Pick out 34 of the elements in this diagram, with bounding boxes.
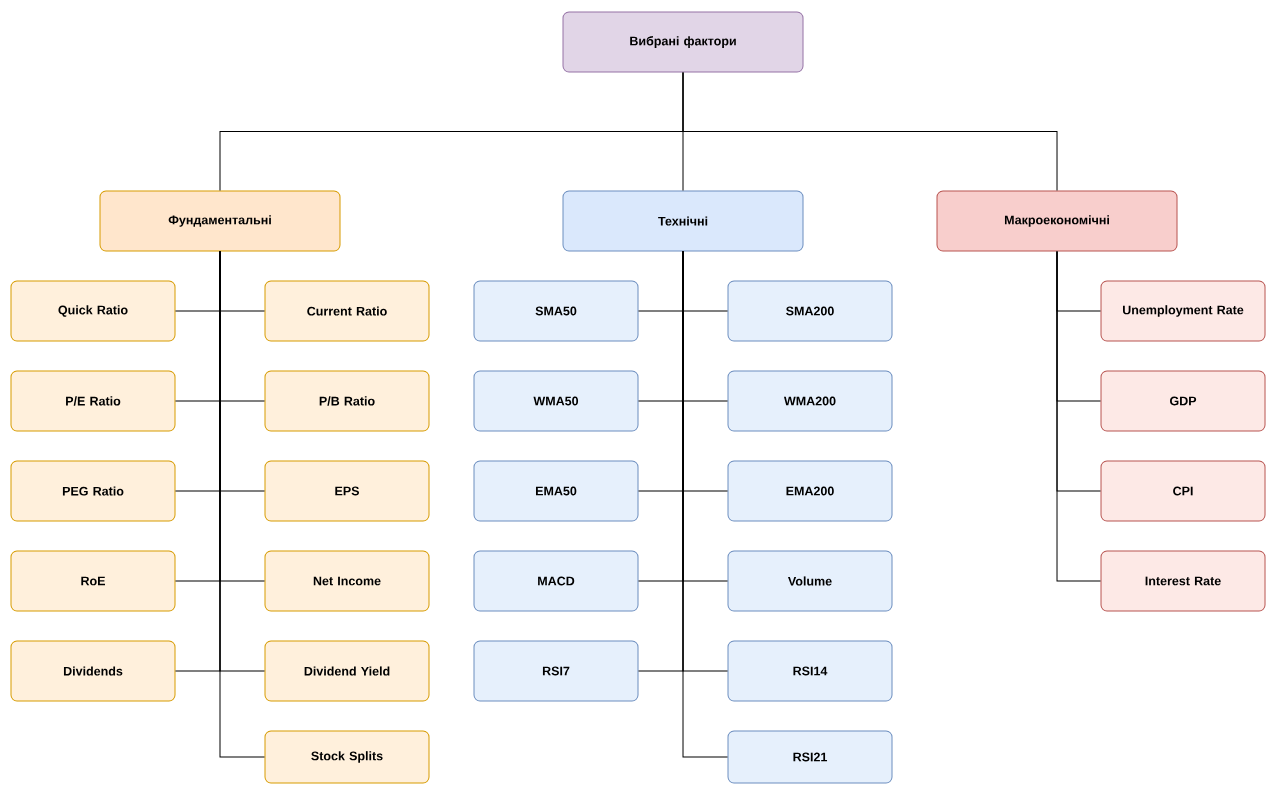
factor-box: PEG Ratio [10,460,176,522]
factor-box: GDP [1100,370,1266,432]
category-box: Технічні [562,190,804,252]
factor-box: RSI21 [727,730,893,784]
factor-box: CPI [1100,460,1266,522]
factor-box: Unemployment Rate [1100,280,1266,342]
connector [219,251,265,758]
factor-box: WMA200 [727,370,893,432]
factor-box: SMA50 [473,280,639,342]
factor-box: Current Ratio [264,280,430,342]
factor-box: P/B Ratio [264,370,430,432]
factor-box: WMA50 [473,370,639,432]
factor-box: RoE [10,550,176,612]
factor-box: Volume [727,550,893,612]
connector [1056,251,1101,582]
factor-box: RSI14 [727,640,893,702]
factor-box: EMA200 [727,460,893,522]
factor-box: Stock Splits [264,730,430,784]
factor-box: P/E Ratio [10,370,176,432]
factor-box: MACD [473,550,639,612]
connector [682,72,1058,191]
factor-box: EMA50 [473,460,639,522]
factor-box: Dividend Yield [264,640,430,702]
factor-box: Quick Ratio [10,280,176,342]
category-box: Фундаментальні [99,190,341,252]
connector [682,251,728,758]
factor-box: Net Income [264,550,430,612]
root-box: Вибрані фактори [562,11,804,73]
factor-box: RSI7 [473,640,639,702]
factor-box: Dividends [10,640,176,702]
factor-box: SMA200 [727,280,893,342]
category-box: Макроекономічні [936,190,1178,252]
factor-box: Interest Rate [1100,550,1266,612]
factor-box: EPS [264,460,430,522]
